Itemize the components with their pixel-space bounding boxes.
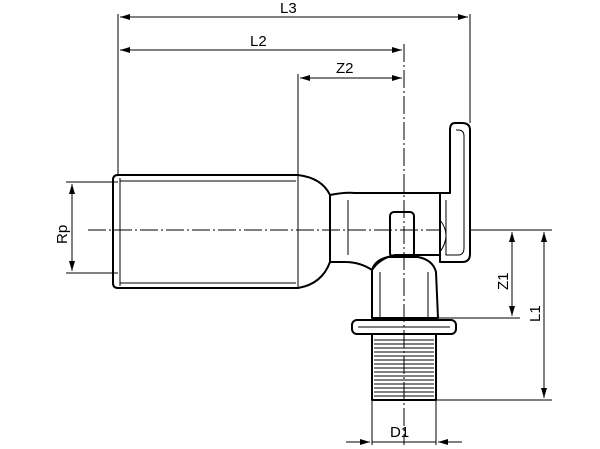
dim-label-D1: D1 — [390, 424, 409, 441]
press-sleeve-outline — [112, 174, 331, 289]
wall-plate-relief — [439, 219, 447, 253]
outlet-boss — [389, 211, 415, 258]
dim-label-Rp: Rp — [54, 225, 71, 244]
dim-label-Z1: Z1 — [495, 272, 512, 290]
dim-label-L3: L3 — [280, 0, 297, 17]
dim-label-L1: L1 — [527, 305, 544, 322]
wall-plate-bracket — [439, 122, 471, 263]
downstream-leg-outline — [371, 256, 439, 319]
fitting-body — [112, 122, 471, 401]
extension-lines — [66, 14, 552, 445]
dim-label-Z2: Z2 — [336, 60, 354, 77]
dim-label-L2: L2 — [250, 33, 267, 50]
wall-plate-inner — [445, 129, 465, 256]
